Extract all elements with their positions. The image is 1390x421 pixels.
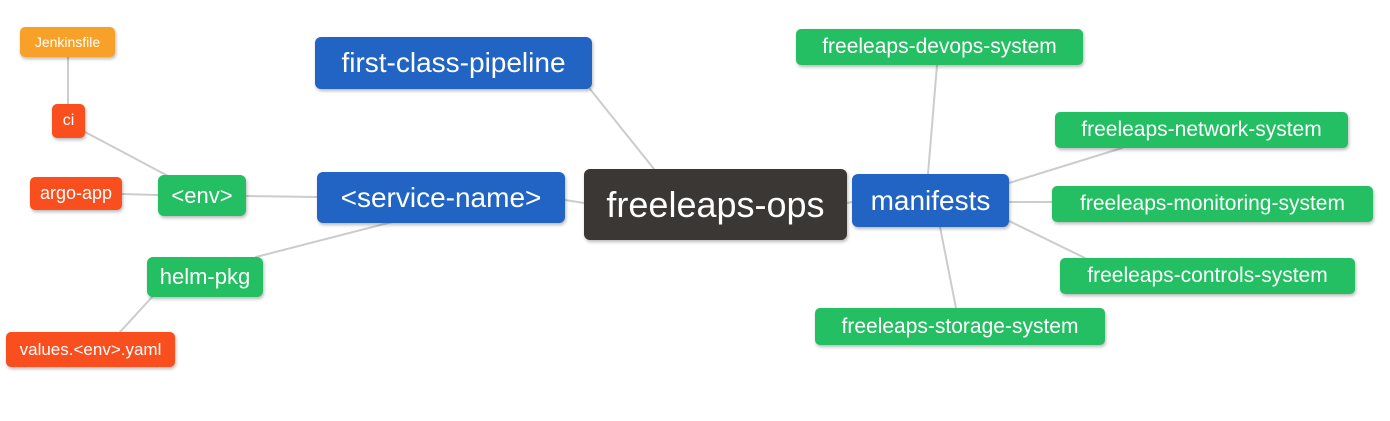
node-manifests[interactable]: manifests [852,174,1009,227]
node-ci[interactable]: ci [52,104,85,138]
edge-argo-app-env [121,193,159,196]
edge-manifests-storage-system [939,226,957,309]
node-helm-pkg[interactable]: helm-pkg [147,257,263,297]
edge-service-name-freeleaps-ops [564,199,585,204]
edge-freeleaps-ops-manifests [846,201,853,204]
node-freeleaps-monitoring-system[interactable]: freeleaps-monitoring-system [1052,186,1373,222]
edge-manifests-devops-system [927,64,938,175]
edge-first-class-pipeline-freeleaps-ops [589,88,655,170]
edge-env-service-name [245,195,318,198]
node-values-env-yaml[interactable]: values.<env>.yaml [6,332,175,367]
edge-manifests-controls-system [1008,220,1086,259]
node-freeleaps-ops[interactable]: freeleaps-ops [584,169,847,240]
node-jenkinsfile[interactable]: Jenkinsfile [20,27,115,57]
node-freeleaps-controls-system[interactable]: freeleaps-controls-system [1060,258,1355,294]
node-freeleaps-storage-system[interactable]: freeleaps-storage-system [815,308,1105,345]
node-first-class-pipeline[interactable]: first-class-pipeline [315,37,592,89]
node-service-name[interactable]: <service-name> [317,172,565,223]
edge-manifests-network-system [1008,147,1123,184]
edge-ci-env [84,131,169,177]
node-argo-app[interactable]: argo-app [30,177,122,210]
node-env[interactable]: <env> [158,175,246,216]
node-freeleaps-devops-system[interactable]: freeleaps-devops-system [796,29,1083,65]
node-freeleaps-network-system[interactable]: freeleaps-network-system [1055,112,1348,148]
edge-helm-pkg-service-name [255,221,393,258]
edge-values-env-yaml-helm-pkg [119,296,153,333]
